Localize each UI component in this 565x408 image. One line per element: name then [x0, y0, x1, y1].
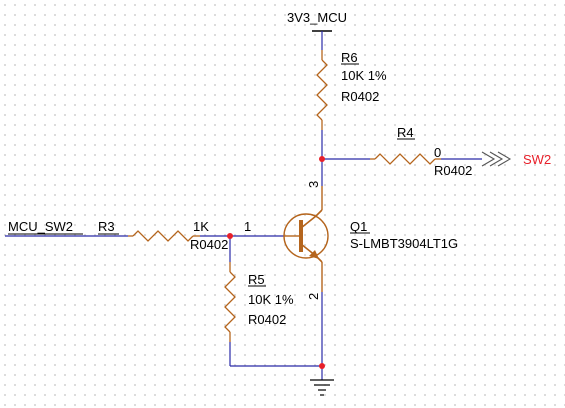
q1-pin-base: 1	[244, 219, 251, 234]
q1-pin-emitter: 2	[306, 293, 321, 300]
resistor-r4	[370, 153, 441, 165]
power-net-label: 3V3_MCU	[287, 10, 347, 25]
resistor-r3	[128, 230, 200, 242]
r4-value: 0	[434, 145, 441, 160]
input-net-label: MCU_SW2	[8, 219, 73, 234]
net-port-arrow-icon	[481, 151, 512, 167]
r6-value: 10K 1%	[341, 68, 387, 83]
power-symbol-3v3	[312, 30, 332, 50]
r5-value: 10K 1%	[248, 292, 294, 307]
r5-footprint: R0402	[248, 312, 286, 327]
r4-footprint: R0402	[434, 163, 472, 178]
q1-part: S-LMBT3904LT1G	[350, 236, 458, 251]
resistor-r6	[316, 50, 328, 130]
ground-icon	[310, 379, 334, 396]
junction-ground	[319, 363, 325, 369]
resistor-r5	[224, 262, 236, 342]
r3-footprint: R0402	[190, 237, 228, 252]
transistor-q1	[283, 186, 329, 292]
r5-ref: R5	[248, 272, 265, 287]
q1-ref: Q1	[350, 219, 367, 234]
r6-ref: R6	[341, 50, 358, 65]
r3-value: 1K	[193, 219, 209, 234]
r4-ref: R4	[397, 125, 414, 140]
junction-base	[227, 233, 233, 239]
q1-pin-collector: 3	[306, 181, 321, 188]
r3-ref: R3	[98, 219, 115, 234]
junction-collector	[319, 156, 325, 162]
r6-footprint: R0402	[341, 89, 379, 104]
output-net-label: SW2	[523, 152, 551, 167]
